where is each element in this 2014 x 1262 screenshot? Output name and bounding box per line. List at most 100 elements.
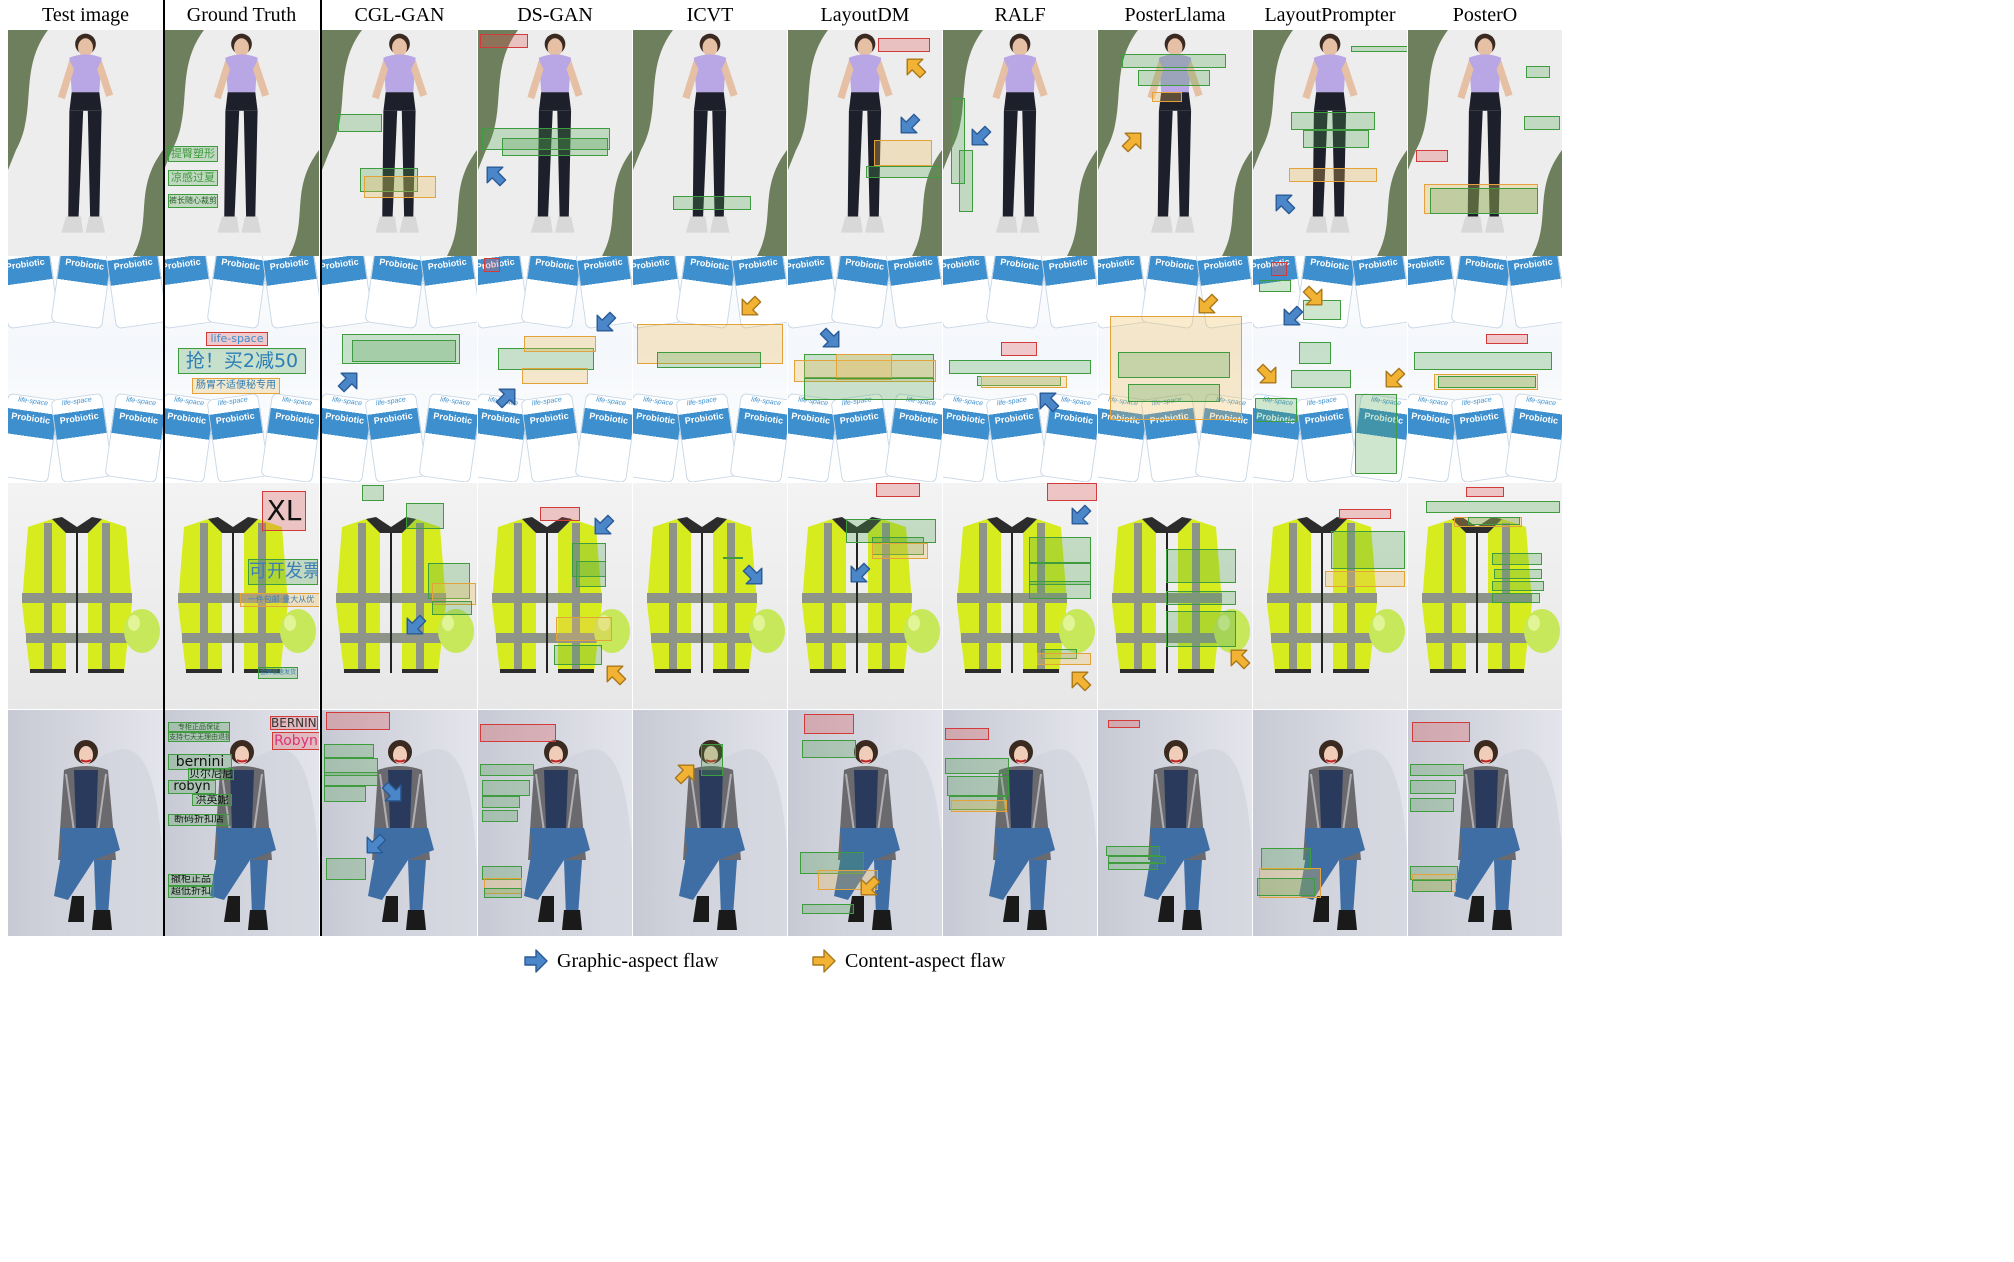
probiotic-label: Probiotic — [943, 256, 981, 272]
product-photo: life-spaceProbioticlife-spaceProbioticli… — [164, 256, 319, 482]
scene-background: life-spaceProbioticlife-spaceProbioticli… — [8, 256, 163, 482]
text-layout-box — [1524, 116, 1560, 130]
scene-background — [164, 710, 319, 936]
scene-background — [943, 710, 1097, 936]
text-layout-box — [554, 645, 602, 665]
scene-background — [788, 483, 942, 709]
text-layout-box — [1492, 593, 1540, 603]
probiotic-label: Probiotic — [684, 410, 725, 426]
text-layout-box — [802, 740, 856, 758]
underlay-layout-box — [951, 800, 1007, 812]
brand-label: life-space — [686, 396, 718, 408]
model-photo — [8, 30, 163, 256]
scene-background — [1408, 710, 1562, 936]
underlay-layout-box — [432, 583, 476, 605]
text-layout-box — [1410, 764, 1464, 776]
brand-label: life-space — [1525, 396, 1557, 408]
cell-layoutprompter-row-2: life-spaceProbioticlife-spaceProbioticli… — [1253, 256, 1407, 482]
brand-label: life-space — [125, 396, 157, 408]
probiotic-label: Probiotic — [427, 256, 468, 272]
vest-photo — [957, 517, 1095, 673]
text-layout-box — [482, 866, 522, 880]
underlay-layout-box — [484, 878, 522, 894]
ground-truth-text-element: 断码折扣店 — [168, 814, 230, 826]
column-header-cgl-gan: CGL-GAN — [354, 3, 445, 26]
scene-background — [164, 483, 319, 709]
graphic-flaw-arrow-icon — [971, 125, 992, 146]
brand-label: life-space — [281, 396, 313, 408]
text-layout-box — [338, 114, 382, 132]
text-layout-box — [576, 561, 606, 587]
probiotic-label: Probiotic — [1098, 256, 1136, 272]
content-flaw-arrow-icon — [1256, 363, 1277, 384]
underlay-layout-box — [1289, 168, 1377, 182]
scene-background: life-spaceProbioticlife-spaceProbioticli… — [788, 256, 942, 482]
text-layout-box — [1122, 54, 1226, 68]
text-layout-box — [951, 98, 965, 184]
text-layout-box — [1261, 848, 1311, 870]
content-flaw-arrow-icon — [1230, 649, 1251, 670]
content-flaw-arrow-icon — [674, 764, 695, 785]
underlay-layout-box — [981, 376, 1067, 388]
ground-truth-text-element: 撤柜正品 — [168, 874, 214, 886]
logo-layout-box — [876, 483, 920, 497]
brand-label: life-space — [61, 396, 93, 408]
cell-test-image-row-3 — [8, 483, 163, 709]
text-layout-box — [1468, 517, 1520, 525]
column-header-postero: PosterO — [1452, 3, 1518, 26]
ground-truth-text-element: XL — [262, 491, 306, 531]
cell-icvt-row-3 — [633, 483, 787, 709]
probiotic-label: Probiotic — [432, 410, 473, 426]
cell-postero-row-3 — [1408, 483, 1562, 709]
model-photo — [478, 30, 632, 256]
brand-label: life-space — [375, 396, 407, 408]
cell-ralf-row-1 — [943, 30, 1097, 256]
cell-layoutdm-row-3 — [788, 483, 942, 709]
text-layout-box — [362, 485, 384, 501]
text-layout-box — [428, 563, 470, 599]
product-photo: life-spaceProbioticlife-spaceProbioticli… — [633, 256, 787, 482]
logo-layout-box — [480, 724, 556, 742]
probiotic-label: Probiotic — [633, 256, 671, 272]
model-photo — [1098, 30, 1252, 256]
logo-layout-box — [540, 507, 580, 521]
text-layout-box — [1118, 352, 1230, 378]
probiotic-label: Probiotic — [583, 256, 624, 272]
cell-cgl-gan-row-2: life-spaceProbioticlife-spaceProbioticli… — [322, 256, 477, 482]
scene-background: life-spaceProbioticlife-spaceProbioticli… — [164, 256, 319, 482]
cell-layoutdm-row-4 — [788, 710, 942, 936]
text-layout-box — [1041, 649, 1077, 659]
probiotic-label: Probiotic — [534, 256, 575, 272]
scene-background — [633, 710, 787, 936]
cell-cgl-gan-row-1 — [322, 30, 477, 256]
underlay-layout-box — [522, 368, 588, 384]
ground-truth-text-element: BERNINI — [270, 716, 318, 730]
probiotic-label: Probiotic — [10, 410, 51, 426]
underlay-layout-box — [1152, 92, 1182, 102]
text-layout-box — [673, 196, 751, 210]
brand-label: life-space — [595, 396, 627, 408]
text-layout-box — [360, 168, 418, 192]
content-flaw-arrow-icon — [1071, 671, 1092, 692]
probiotic-label: Probiotic — [994, 410, 1035, 426]
cell-test-image-row-4 — [8, 710, 163, 936]
text-layout-box — [1412, 880, 1452, 892]
vest-photo — [802, 517, 940, 673]
scene-background — [322, 30, 477, 256]
graphic-flaw-arrow-icon — [850, 562, 871, 583]
ground-truth-text-element: 肠胃不适便秘专用 — [192, 378, 280, 394]
ground-truth-text-element: 洪英妮 — [192, 794, 232, 806]
text-layout-box — [1494, 569, 1542, 579]
text-layout-box — [1029, 537, 1091, 563]
text-layout-box — [406, 503, 444, 529]
graphic-flaw-arrow-icon — [596, 311, 617, 332]
column-header-icvt: ICVT — [686, 3, 734, 26]
text-layout-box — [1299, 342, 1331, 364]
